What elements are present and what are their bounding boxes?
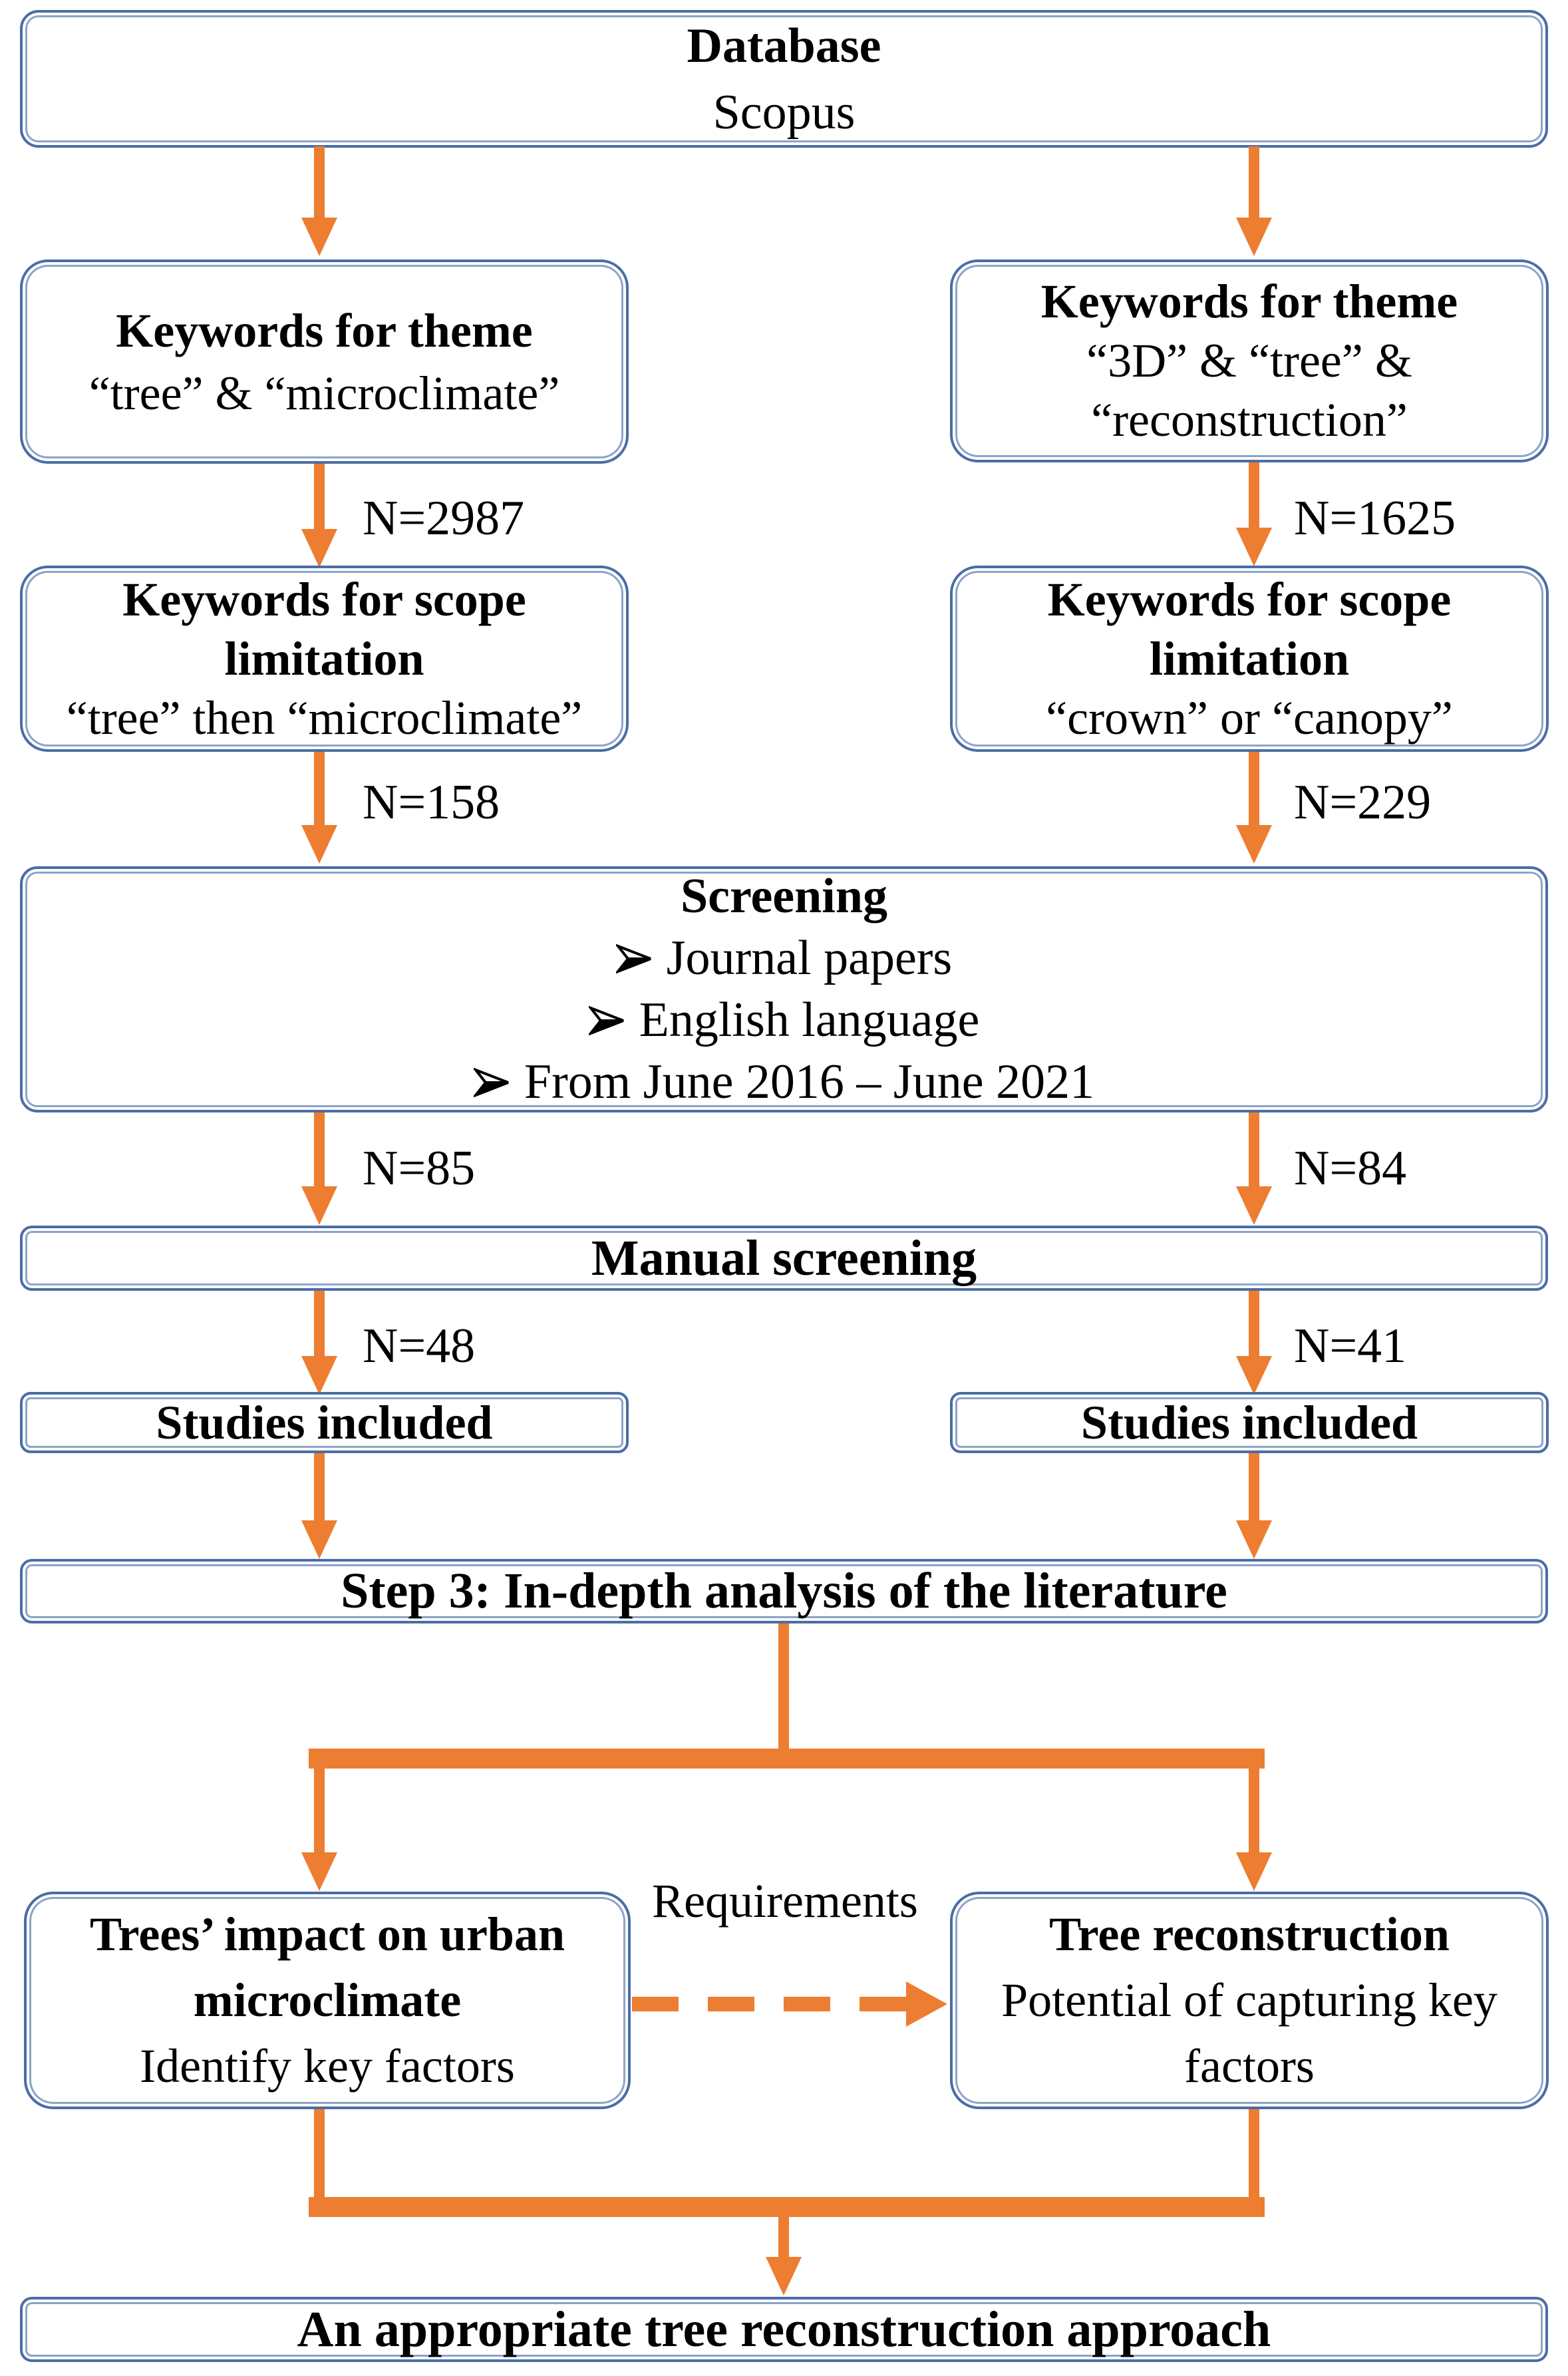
label-count-manual-left: N=48 <box>363 1319 476 1373</box>
scope-left-title-1: Keywords for scope <box>122 572 526 626</box>
box-final-approach: An appropriate tree reconstruction appro… <box>20 2297 1548 2362</box>
arrowhead-down-icon <box>301 825 337 864</box>
arrowhead-down-icon <box>1236 218 1272 256</box>
database-title: Database <box>687 18 881 73</box>
manual-screening-title: Manual screening <box>591 1230 977 1286</box>
trees-impact-subtitle: Identify key factors <box>140 2039 515 2093</box>
arrowhead-down-icon <box>1236 1186 1272 1225</box>
label-count-scope-left: N=158 <box>363 775 500 830</box>
arrowhead-bullet-icon <box>588 1005 626 1036</box>
tree-reconstruction-subtitle-1: Potential of capturing key <box>1001 1973 1497 2027</box>
arrowhead-down-icon <box>1236 1356 1272 1395</box>
arrow-shaft <box>314 1112 325 1188</box>
arrow-shaft <box>1249 462 1259 529</box>
arrowhead-down-icon <box>766 2257 802 2295</box>
step3-title: Step 3: In-depth analysis of the literat… <box>341 1563 1227 1619</box>
connector-split-bar <box>309 1749 1265 1769</box>
trees-impact-title-1: Trees’ impact on urban <box>90 1908 565 1961</box>
arrowhead-down-icon <box>1236 1852 1272 1891</box>
studies-included-label: Studies included <box>156 1395 493 1449</box>
screening-bullet-text: English language <box>639 993 980 1047</box>
arrowhead-right-icon <box>906 1981 947 2027</box>
box-database: Database Scopus <box>20 10 1548 148</box>
arrowhead-down-icon <box>301 1356 337 1395</box>
arrow-shaft <box>314 752 325 826</box>
theme-left-title: Keywords for theme <box>116 303 533 357</box>
theme-right-keywords-1: “3D” & “tree” & <box>1086 334 1412 387</box>
final-approach-title: An appropriate tree reconstruction appro… <box>297 2301 1271 2357</box>
box-keywords-theme-left: Keywords for theme “tree” & “microclimat… <box>20 259 629 464</box>
screening-bullet-text: Journal papers <box>666 931 953 985</box>
box-tree-reconstruction: Tree reconstruction Potential of capturi… <box>950 1892 1549 2109</box>
screening-bullet-journal: Journal papers <box>615 928 953 989</box>
arrowhead-bullet-icon <box>473 1067 511 1098</box>
database-subtitle: Scopus <box>712 85 856 140</box>
connector-split-right-line <box>1249 1767 1259 1854</box>
box-keywords-scope-left: Keywords for scope limitation “tree” the… <box>20 566 629 752</box>
scope-right-title-1: Keywords for scope <box>1047 572 1452 626</box>
studies-included-label: Studies included <box>1080 1395 1418 1449</box>
box-manual-screening: Manual screening <box>20 1226 1548 1291</box>
label-count-screening-left: N=85 <box>363 1141 476 1196</box>
label-count-scope-right: N=229 <box>1294 775 1432 830</box>
box-step3: Step 3: In-depth analysis of the literat… <box>20 1559 1548 1623</box>
theme-right-keywords-2: “reconstruction” <box>1091 393 1408 446</box>
scope-right-keywords: “crown” or “canopy” <box>1046 691 1453 745</box>
arrowhead-down-icon <box>1236 1520 1272 1559</box>
dashed-arrow-shaft <box>632 1997 906 2011</box>
arrow-shaft <box>1249 1453 1259 1522</box>
box-keywords-scope-right: Keywords for scope limitation “crown” or… <box>950 566 1549 752</box>
arrowhead-bullet-icon <box>615 943 653 974</box>
connector-merge-left-line <box>314 2109 325 2198</box>
arrow-shaft <box>314 1453 325 1522</box>
arrow-shaft <box>1249 1291 1259 1357</box>
box-keywords-theme-right: Keywords for theme “3D” & “tree” & “reco… <box>950 259 1549 462</box>
scope-left-title-2: limitation <box>224 631 424 685</box>
arrowhead-down-icon <box>301 529 337 568</box>
screening-bullet-daterange: From June 2016 – June 2021 <box>473 1051 1095 1113</box>
arrowhead-down-icon <box>301 1852 337 1891</box>
connector-merge-bar <box>309 2197 1265 2217</box>
label-count-manual-right: N=41 <box>1294 1319 1407 1373</box>
label-count-theme-right: N=1625 <box>1294 491 1456 546</box>
connector-split-left-line <box>314 1767 325 1854</box>
connector-merge-right-line <box>1249 2109 1259 2198</box>
box-trees-impact: Trees’ impact on urban microclimate Iden… <box>24 1892 631 2109</box>
tree-reconstruction-title: Tree reconstruction <box>1049 1908 1450 1961</box>
label-requirements: Requirements <box>652 1874 918 1928</box>
trees-impact-title-2: microclimate <box>193 1973 462 2027</box>
theme-right-title: Keywords for theme <box>1040 275 1458 328</box>
arrowhead-down-icon <box>1236 825 1272 864</box>
arrow-shaft <box>1249 146 1259 218</box>
theme-left-keywords: “tree” & “microclimate” <box>88 366 560 420</box>
screening-bullet-text: From June 2016 – June 2021 <box>524 1055 1095 1109</box>
arrowhead-down-icon <box>301 218 337 256</box>
connector-final-line <box>778 2217 789 2258</box>
arrow-shaft <box>314 146 325 218</box>
arrow-shaft <box>314 1291 325 1357</box>
tree-reconstruction-subtitle-2: factors <box>1184 2039 1315 2093</box>
connector-vertical-line <box>778 1623 789 1750</box>
arrowhead-down-icon <box>301 1186 337 1225</box>
scope-right-title-2: limitation <box>1150 631 1349 685</box>
screening-title: Screening <box>680 869 888 924</box>
arrow-shaft <box>1249 1112 1259 1188</box>
label-count-theme-left: N=2987 <box>363 491 525 546</box>
arrowhead-down-icon <box>301 1520 337 1559</box>
arrowhead-down-icon <box>1236 528 1272 566</box>
box-studies-included-left: Studies included <box>20 1392 629 1453</box>
arrow-shaft <box>1249 752 1259 826</box>
box-studies-included-right: Studies included <box>950 1392 1549 1453</box>
scope-left-keywords: “tree” then “microclimate” <box>66 691 583 745</box>
label-count-screening-right: N=84 <box>1294 1141 1407 1196</box>
box-screening: Screening Journal papers English languag… <box>20 866 1548 1112</box>
arrow-shaft <box>314 464 325 530</box>
screening-bullet-language: English language <box>588 989 980 1051</box>
